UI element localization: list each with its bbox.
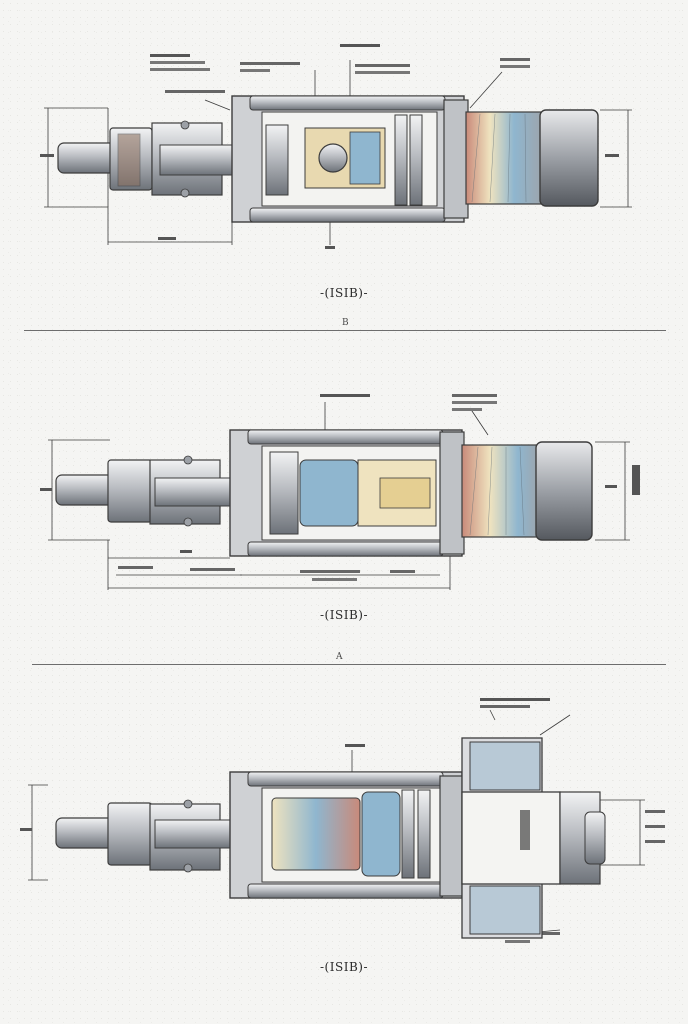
view-panel-2: -(ISIB)- — [0, 380, 688, 650]
motor-drawing-3 — [20, 698, 665, 943]
dimension-lines-3 — [28, 709, 645, 936]
rear-flange — [559, 791, 601, 885]
motor-drawing-2 — [40, 394, 640, 590]
end-bell — [443, 99, 469, 219]
section-divider-2 — [32, 664, 666, 665]
annotation-marks-2 — [40, 394, 640, 581]
view-panel-1: -(ISIB)- — [0, 0, 688, 320]
rotor-winding — [299, 459, 359, 527]
end-bell — [439, 775, 463, 897]
coupling — [107, 459, 153, 523]
brake-disc — [401, 789, 415, 879]
end-bell — [439, 431, 465, 555]
end-cap — [539, 109, 599, 207]
coupling — [107, 802, 153, 866]
view-panel-3: -(ISIB)- — [0, 680, 688, 1000]
brake-disc — [394, 114, 408, 206]
section-marker-a: A — [336, 652, 343, 662]
stator-winding — [465, 111, 547, 205]
view-caption-1: -(ISIB)- — [320, 286, 368, 300]
rotor-bearing — [318, 143, 348, 173]
section-marker-b: B — [342, 318, 349, 328]
section-divider-1 — [24, 330, 666, 331]
dimension-lines-2 — [48, 402, 630, 590]
motor-drawing-1 — [40, 44, 632, 249]
annotation-marks-1 — [40, 44, 619, 249]
encoder-box — [461, 791, 561, 885]
view-caption-2: -(ISIB)- — [320, 608, 368, 622]
view-caption-3: -(ISIB)- — [320, 960, 368, 974]
end-cap — [535, 441, 593, 541]
rotor-winding — [271, 797, 361, 871]
